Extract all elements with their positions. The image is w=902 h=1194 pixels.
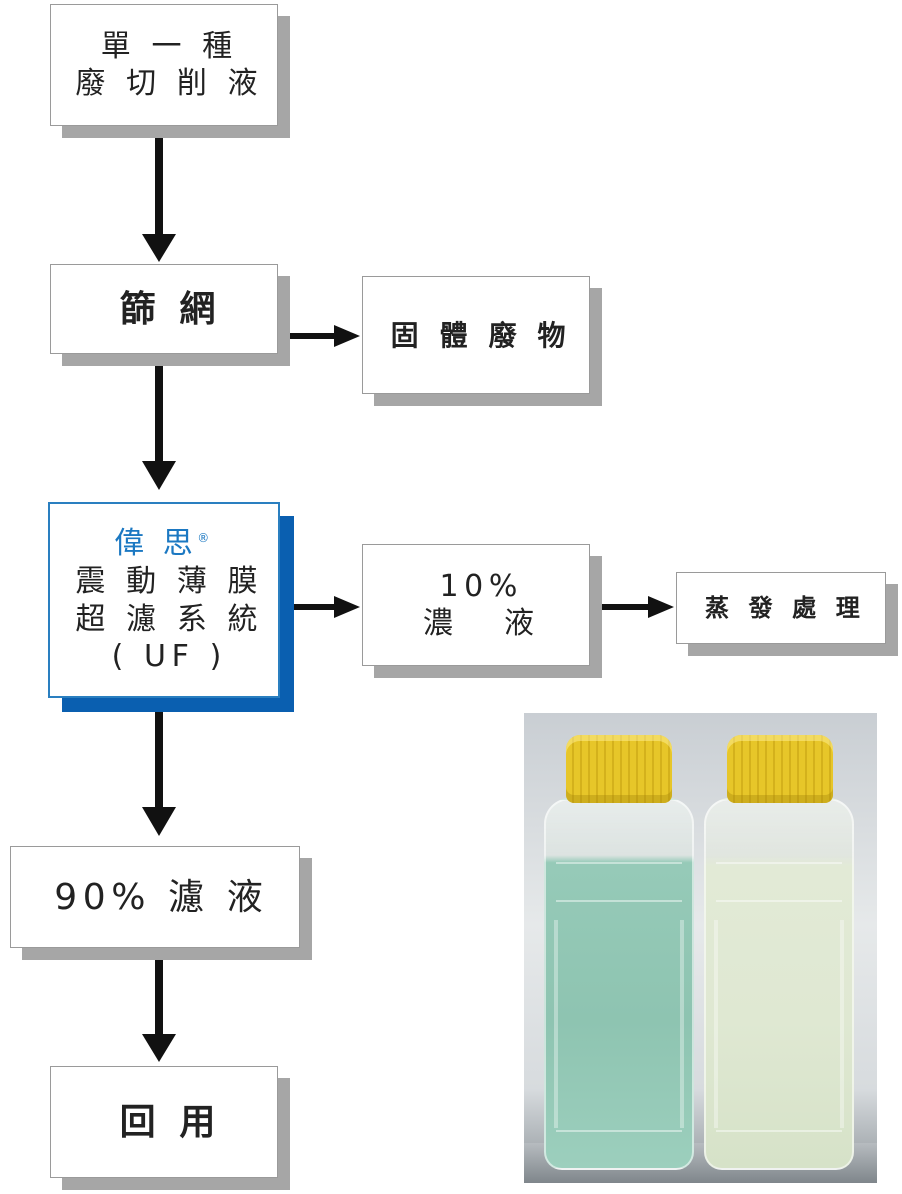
yellow-cap-right — [727, 735, 833, 803]
arrow-screen-to-uf — [142, 357, 176, 490]
bottle-filtrate — [704, 798, 854, 1170]
arrow-screen-to-solid-waste — [284, 325, 360, 347]
source-line1: 單 一 種 — [100, 28, 238, 64]
brand-name: 偉 思® — [114, 526, 214, 562]
box-source-waste-fluid: 單 一 種 廢 切 削 液 — [50, 4, 278, 126]
reuse-label: 回 用 — [119, 1101, 221, 1143]
uf-line2: 超 濾 系 統 — [75, 601, 264, 637]
concentrate-line1: 10% — [439, 568, 523, 604]
arrow-uf-to-filtrate — [142, 701, 176, 836]
yellow-cap-left — [566, 735, 672, 803]
source-line2: 廢 切 削 液 — [75, 66, 264, 101]
arrow-filtrate-to-reuse — [142, 950, 176, 1062]
two-bottles-comparison-photo — [524, 713, 877, 1183]
arrow-source-to-screen — [142, 128, 176, 262]
solid-waste-label: 固 體 廢 物 — [390, 318, 572, 352]
box-screen: 篩 網 — [50, 264, 278, 354]
box-concentrate: 10% 濃 液 — [362, 544, 590, 666]
box-solid-waste: 固 體 廢 物 — [362, 276, 590, 394]
box-uf-system: 偉 思® 震 動 薄 膜 超 濾 系 統 ( UF ) — [48, 502, 280, 698]
arrow-concentrate-to-evaporation — [594, 596, 674, 618]
box-evaporation: 蒸 發 處 理 — [676, 572, 886, 644]
evaporation-label: 蒸 發 處 理 — [705, 594, 866, 622]
concentrate-line2: 濃 液 — [422, 606, 540, 641]
arrow-uf-to-concentrate — [284, 596, 360, 618]
filtrate-label: 90% 濾 液 — [54, 876, 269, 918]
box-reuse: 回 用 — [50, 1066, 278, 1178]
bottle-concentrate — [544, 798, 694, 1170]
screen-label: 篩 網 — [119, 288, 221, 330]
uf-line3: ( UF ) — [111, 639, 227, 675]
registered-mark: ® — [197, 531, 214, 546]
box-filtrate: 90% 濾 液 — [10, 846, 300, 948]
uf-line1: 震 動 薄 膜 — [75, 564, 264, 600]
